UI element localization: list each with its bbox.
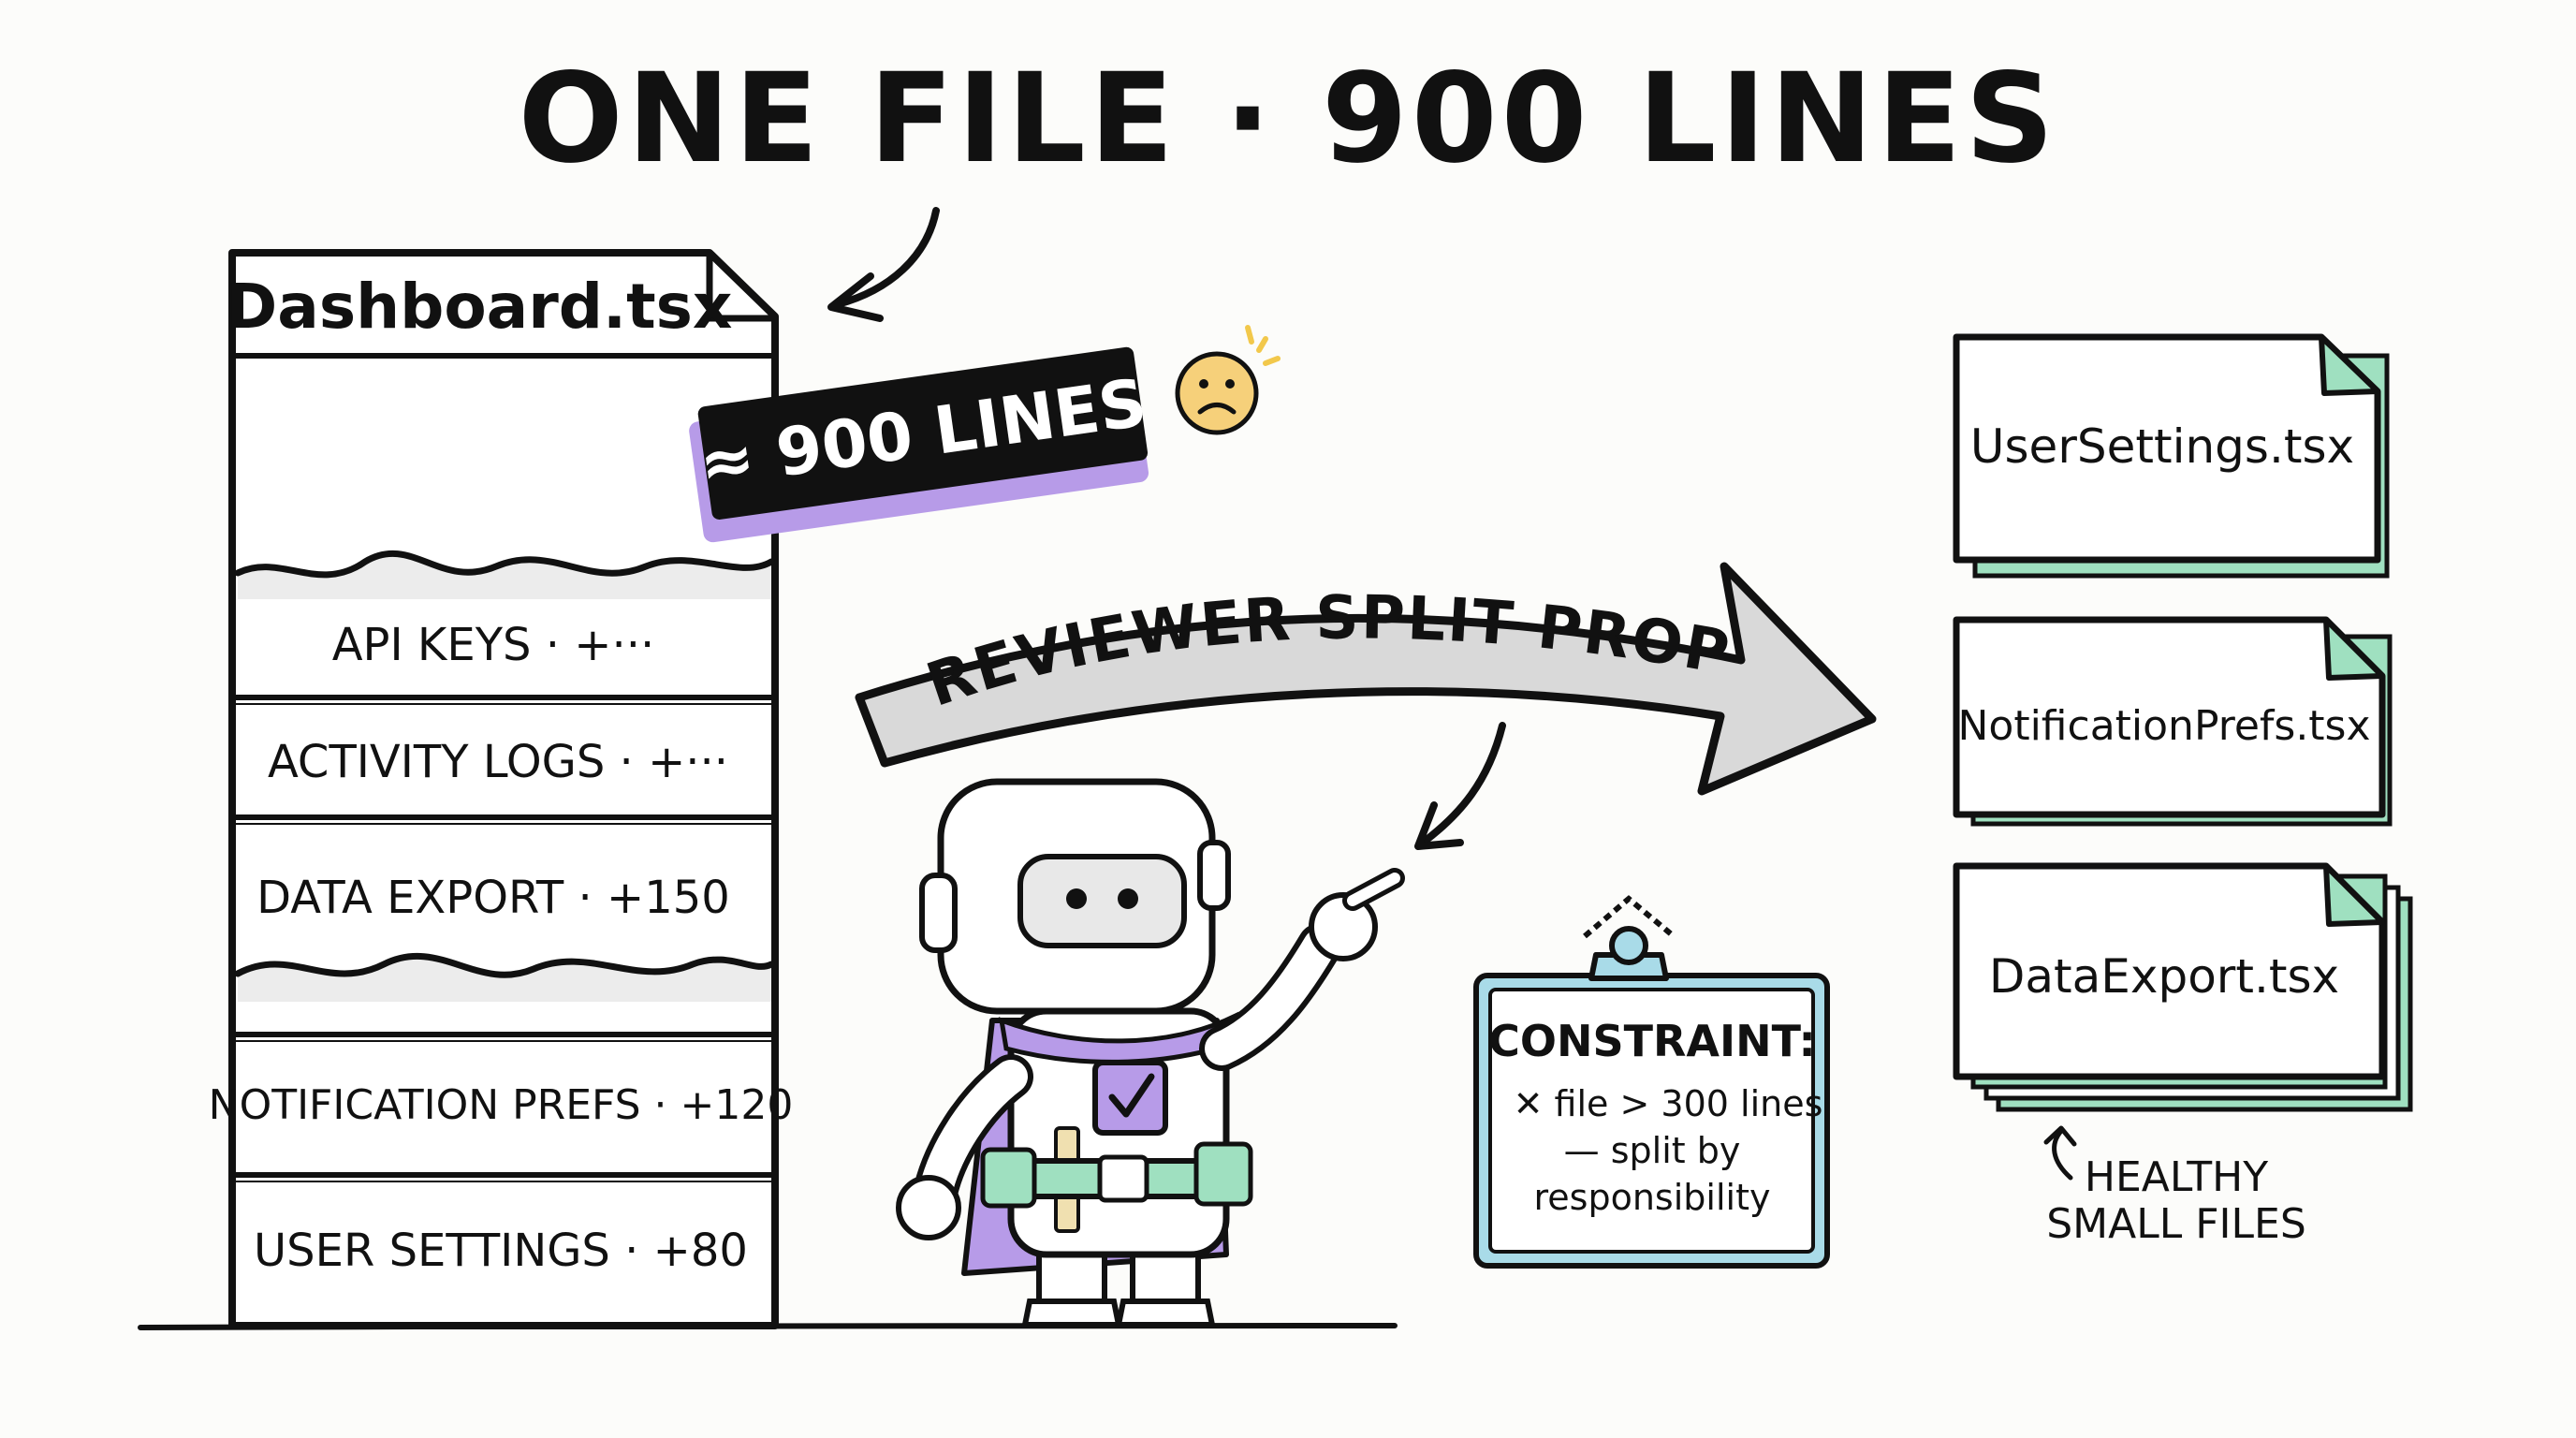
arrow-head <box>1414 801 1464 850</box>
sad-face-icon <box>1175 325 1281 435</box>
constraint-line-3: responsibility <box>1534 1177 1771 1218</box>
monolith-filename: Dashboard.tsx <box>227 271 733 343</box>
robot-pointer-arrow <box>1419 722 1506 846</box>
page-title: ONE FILE · 900 LINES <box>519 47 2058 191</box>
title-pointer-arrow <box>834 207 940 308</box>
section-api-keys: API KEYS · +··· <box>332 619 655 671</box>
arrow-head <box>827 272 884 322</box>
section-data-export: DATA EXPORT · +150 <box>256 872 730 924</box>
monolith-file: Dashboard.tsx API KEYS · +··· ACTIVITY L… <box>209 249 794 1329</box>
constraint-line-2: — split by <box>1564 1130 1741 1171</box>
section-activity-logs: ACTIVITY LOGS · +··· <box>268 736 728 788</box>
constraint-line-1: ✕ file > 300 lines <box>1514 1083 1823 1124</box>
healthy-note-line-2: SMALL FILES <box>2046 1200 2306 1248</box>
file-name-data-export: DataExport.tsx <box>1989 949 2339 1004</box>
file-card-user-settings: UserSettings.tsx <box>1953 333 2390 579</box>
robot-reviewer <box>896 778 1405 1328</box>
constraint-heading: CONSTRAINT: <box>1488 1016 1816 1066</box>
file-card-notification-prefs: NotificationPrefs.tsx <box>1953 616 2393 827</box>
file-card-data-export: DataExport.tsx <box>1953 862 2413 1112</box>
section-notification-prefs: NOTIFICATION PREFS · +120 <box>209 1081 794 1129</box>
healthy-note-line-1: HEALTHY <box>2085 1153 2268 1201</box>
constraint-card: CONSTRAINT: ✕ file > 300 lines — split b… <box>1473 895 1830 1269</box>
file-name-notification-prefs: NotificationPrefs.tsx <box>1957 702 2370 750</box>
file-name-user-settings: UserSettings.tsx <box>1970 419 2354 474</box>
healthy-note: HEALTHY SMALL FILES <box>2043 1125 2306 1248</box>
section-user-settings: USER SETTINGS · +80 <box>254 1225 748 1277</box>
